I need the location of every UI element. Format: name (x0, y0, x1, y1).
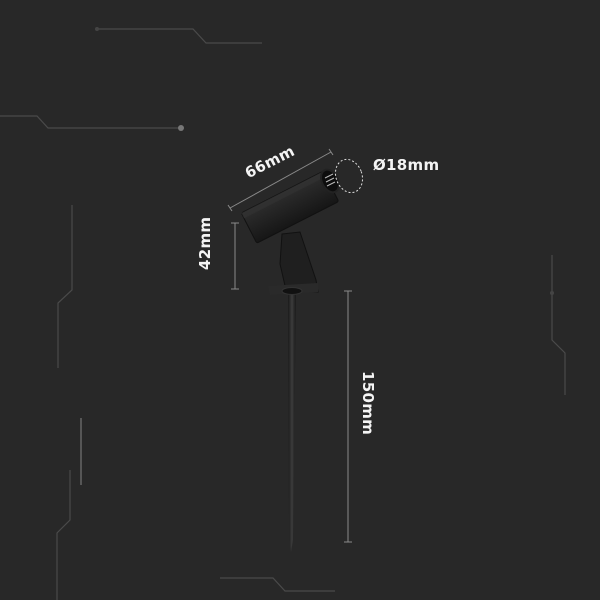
circuit-line-right (551, 255, 566, 395)
head-height-label: 42mm (196, 216, 214, 270)
circuit-line-left-1 (57, 205, 73, 368)
circuit-node (95, 27, 99, 31)
lens (320, 168, 340, 194)
circuit-line-bottom (220, 577, 335, 592)
circuit-node (178, 125, 184, 131)
length-dimension-line (229, 151, 332, 209)
circuit-node (550, 291, 554, 295)
diameter-indicator (334, 158, 364, 194)
lens-grille-icon (324, 173, 336, 187)
circuit-line-left-2 (56, 470, 71, 600)
diameter-label: Ø18mm (373, 156, 440, 174)
spike-collar (281, 287, 303, 295)
ground-spike (288, 292, 296, 552)
circuit-line-top (97, 28, 262, 44)
mounting-bracket (279, 231, 319, 293)
spike-length-label: 150mm (359, 371, 377, 436)
circuit-line-upper-left (0, 115, 182, 129)
